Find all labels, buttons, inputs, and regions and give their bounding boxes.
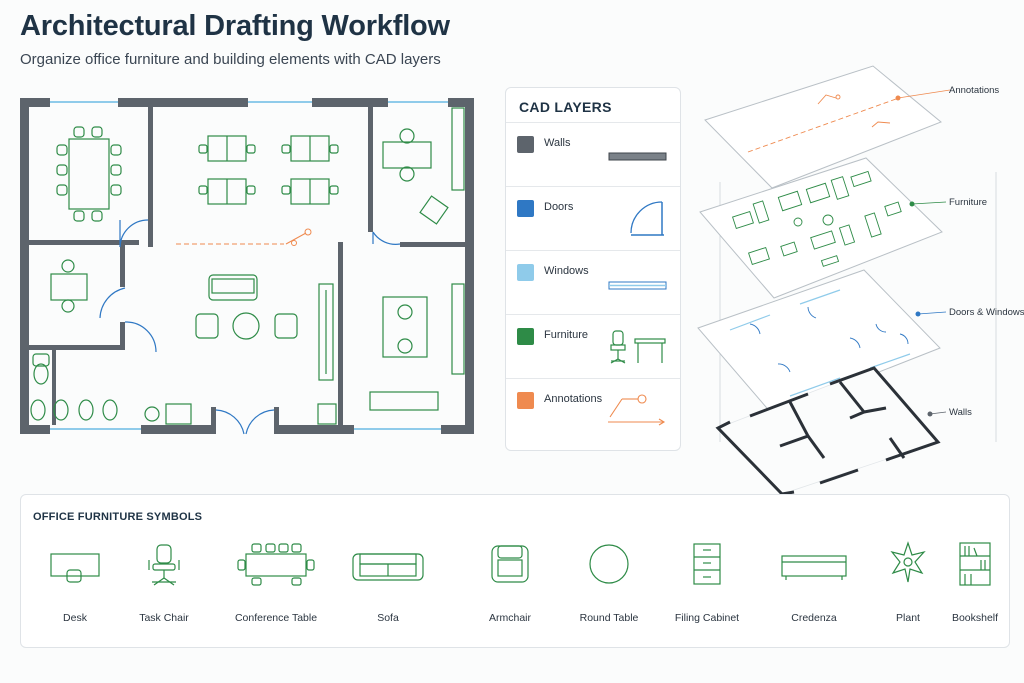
floor-plan — [20, 98, 474, 435]
walls-plane — [715, 366, 947, 496]
armchair-icon — [491, 545, 529, 583]
doors-color-swatch — [517, 200, 534, 217]
annotations-plane — [704, 65, 951, 189]
symbol-label-armchair: Armchair — [488, 612, 531, 624]
symbol-sofa: Sofa — [338, 540, 438, 630]
symbol-label-credenza: Credenza — [791, 612, 837, 624]
doors-windows-plane — [697, 269, 947, 415]
symbol-plant: Plant — [858, 540, 958, 630]
layer-row-doors[interactable]: Doors — [506, 186, 680, 251]
task-chair-icon — [148, 544, 180, 586]
credenza-icon — [781, 555, 847, 580]
symbol-conference-table: Conference Table — [226, 540, 326, 630]
layer-row-annotations[interactable]: Annotations — [506, 378, 680, 451]
furniture-symbols-title: OFFICE FURNITURE SYMBOLS — [33, 511, 203, 523]
symbol-armchair: Armchair — [460, 540, 560, 630]
layer-label-walls: Walls — [544, 137, 571, 149]
layer-label-furniture: Furniture — [544, 329, 589, 341]
doors-layer — [99, 219, 401, 435]
filing-cabinet-icon — [693, 543, 721, 585]
annotations-color-swatch — [517, 392, 534, 409]
walls-color-swatch — [517, 136, 534, 153]
page-subtitle: Organize office furniture and building e… — [20, 51, 441, 68]
layer-row-windows[interactable]: Windows — [506, 250, 680, 315]
layer-row-furniture[interactable]: Furniture — [506, 314, 680, 379]
sofa-icon — [352, 553, 424, 581]
wall-segment-icon — [608, 152, 667, 161]
window-icon — [608, 281, 667, 290]
symbol-filing-cabinet: Filing Cabinet — [657, 540, 757, 630]
symbol-label-task-chair: Task Chair — [139, 612, 189, 624]
cad-layers-title: CAD LAYERS — [519, 99, 612, 115]
door-swing-icon — [630, 201, 664, 236]
chair-table-icon — [610, 330, 666, 364]
symbol-label-round-table: Round Table — [579, 612, 639, 624]
stack-label-furniture: Furniture — [949, 197, 988, 208]
symbol-credenza: Credenza — [764, 540, 864, 630]
stack-label-walls: Walls — [949, 407, 972, 418]
plant-icon — [890, 541, 926, 583]
layer-row-walls[interactable]: Walls — [506, 122, 680, 187]
bookshelf-icon — [959, 542, 991, 586]
furniture-layer — [30, 107, 465, 425]
symbol-label-sofa: Sofa — [377, 612, 399, 624]
layer-label-doors: Doors — [544, 201, 574, 213]
annotations-layer — [176, 228, 312, 246]
symbol-desk: Desk — [25, 540, 125, 630]
conference-table-icon — [237, 543, 315, 586]
symbol-label-desk: Desk — [63, 612, 87, 624]
symbol-label-conference-table: Conference Table — [234, 612, 318, 624]
desk-icon — [50, 553, 100, 583]
leader-arrow-icon — [608, 394, 666, 426]
furniture-symbols-panel: OFFICE FURNITURE SYMBOLS Desk Task Chair… — [20, 494, 1010, 648]
stack-label-annotations: Annotations — [949, 85, 1000, 96]
symbol-label-plant: Plant — [896, 612, 920, 624]
symbol-round-table: Round Table — [559, 540, 659, 630]
layer-label-windows: Windows — [544, 265, 589, 277]
exploded-layer-stack — [697, 65, 997, 496]
layer-label-annotations: Annotations — [544, 393, 603, 405]
symbol-label-filing-cabinet: Filing Cabinet — [674, 612, 740, 624]
symbol-label-bookshelf: Bookshelf — [951, 612, 999, 624]
windows-layer — [50, 101, 448, 430]
windows-color-swatch — [517, 264, 534, 281]
furniture-color-swatch — [517, 328, 534, 345]
symbol-task-chair: Task Chair — [114, 540, 214, 630]
cad-layers-panel: CAD LAYERS Walls Doors Windows Furniture — [505, 87, 681, 451]
page-title: Architectural Drafting Workflow — [20, 10, 450, 42]
furniture-plane — [699, 157, 947, 299]
walls-layer — [20, 98, 474, 434]
round-table-icon — [589, 544, 629, 584]
symbol-bookshelf: Bookshelf — [925, 540, 1024, 630]
stack-label-doors-windows: Doors & Windows — [949, 307, 1024, 318]
